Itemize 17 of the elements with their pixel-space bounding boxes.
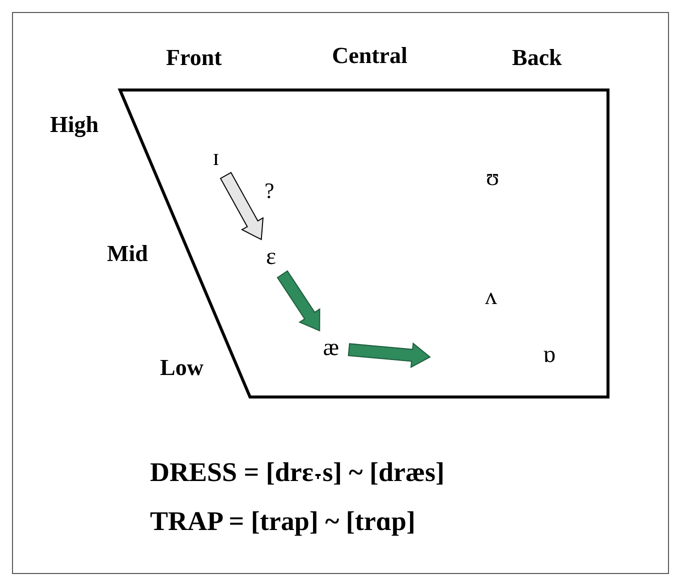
axis-label: Central [332,42,408,70]
vowel-symbol: ɒ [543,341,556,370]
axis-label: Low [160,354,204,382]
block-arrow [220,172,264,240]
block-arrow [348,342,431,368]
vowel-symbol: ɪ [207,144,225,172]
vowel-symbol: ʌ [485,283,497,312]
vowel-symbol: ʊ [486,164,500,193]
vowel-symbol: ɛ [261,243,281,271]
axis-label: High [50,111,99,140]
vowel-symbol: æ [317,334,345,362]
axis-label: Back [512,44,562,72]
transcription-line: DRESS = [drɛ˕s] ~ [dræs] [150,456,444,489]
transcription-line: TRAP = [trap] ~ [trɑp] [150,505,416,538]
axis-label: Mid [107,240,148,268]
block-arrow [276,270,320,332]
axis-label: Front [166,44,222,72]
